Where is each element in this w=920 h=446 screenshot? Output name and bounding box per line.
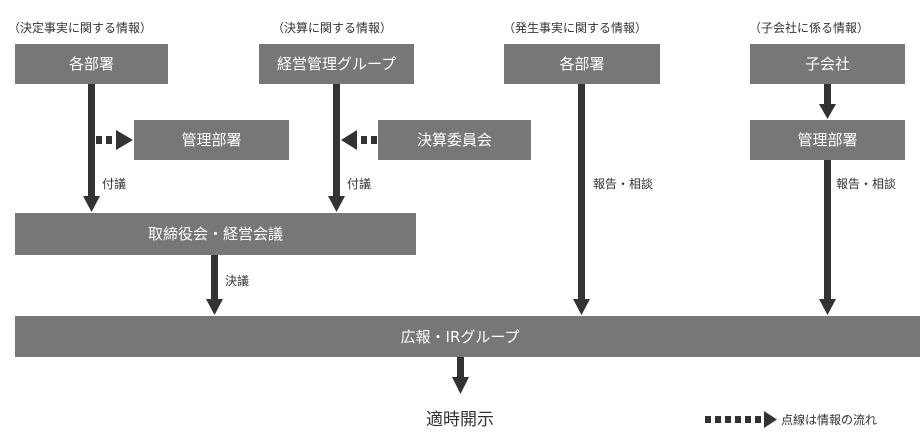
node-subsidiary-label: 子会社 [805,55,850,73]
node-departments-1: 各部署 [15,44,168,84]
node-group-management: 経営管理グループ [259,44,414,84]
arrow-subsidiary-to-management-dept-2 [819,84,836,119]
edge-label-resolution: 決議 [225,274,249,288]
node-board-meeting: 取締役会・経営会議 [15,213,416,255]
edge-label-report-consult-1: 報告・相談 [593,176,653,191]
dotted-arrow-settlement-committee-to-group-management [341,130,377,150]
edge-label-report-consult-2: 報告・相談 [836,176,896,191]
node-pr-ir-group: 広報・IRグループ [15,316,920,357]
node-board-meeting-label: 取締役会・経営会議 [148,225,283,243]
node-departments-1-label: 各部署 [69,55,114,73]
legend-label: 点線は情報の流れ [781,412,877,427]
arrow-departments-1-to-board [83,84,100,212]
arrow-group-management-to-board [328,84,345,212]
arrow-pr-ir-to-disclosure [452,357,469,394]
output-timely-disclosure: 適時開示 [426,410,494,430]
node-settlement-committee-label: 決算委員会 [417,131,492,149]
node-settlement-committee: 決算委員会 [378,120,531,160]
node-group-management-label: 経営管理グループ [277,55,396,73]
header-financial-results: （決算に関する情報） [272,20,392,35]
node-management-dept-2: 管理部署 [750,120,905,160]
node-departments-2: 各部署 [504,44,660,84]
header-occurrence-facts: （発生事実に関する情報） [503,20,647,35]
edge-label-submission-1: 付議 [102,177,126,191]
header-subsidiaries: （子会社に係る情報） [749,20,869,35]
arrow-management-dept-2-to-pr-ir [819,160,836,315]
arrow-departments-2-to-pr-ir [573,84,590,315]
edge-label-submission-2: 付議 [347,177,371,191]
dotted-arrow-departments-1-to-management-dept-1 [96,130,133,150]
node-subsidiary: 子会社 [750,44,905,84]
legend: 点線は情報の流れ [705,411,877,428]
arrow-board-to-pr-ir [206,255,223,315]
node-pr-ir-group-label: 広報・IRグループ [401,328,520,346]
node-management-dept-1-label: 管理部署 [181,131,241,149]
node-management-dept-1: 管理部署 [134,120,289,160]
header-decision-facts: （決定事実に関する情報） [8,20,152,35]
legend-dotted-arrow-icon [705,411,777,428]
node-management-dept-2-label: 管理部署 [797,131,857,149]
node-departments-2-label: 各部署 [559,55,604,73]
